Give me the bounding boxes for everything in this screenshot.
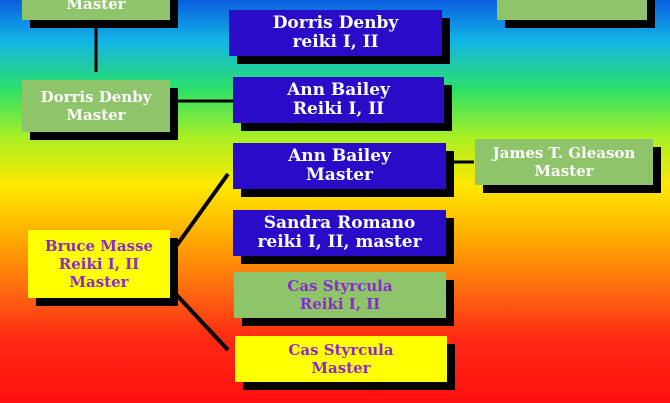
- node-line: Master: [69, 273, 129, 291]
- node-line: Cas Styrcula: [288, 341, 394, 359]
- node-line: Master: [534, 162, 594, 180]
- node-ann-bailey-master: Ann Bailey Master: [233, 143, 446, 189]
- node-line: Master: [305, 165, 374, 185]
- node-line: Reiki I, II: [58, 255, 140, 273]
- node-line: Dorris Denby: [40, 88, 152, 106]
- node-line: Master: [66, 0, 126, 13]
- node-line: Bruce Masse: [44, 237, 154, 255]
- node-line: Sandra Romano: [263, 213, 416, 233]
- node-line: Ann Bailey: [287, 80, 390, 100]
- node-bruce-masse: Bruce Masse Reiki I, II Master: [28, 230, 170, 298]
- node-line: reiki I, II, master: [257, 232, 422, 252]
- connector-bruce-to-cas-master: [170, 288, 230, 352]
- node-sandra-romano: Sandra Romano reiki I, II, master: [233, 210, 446, 256]
- node-line: Cas Styrcula: [287, 277, 393, 295]
- node-top-left-master: Master: [22, 0, 170, 20]
- node-ann-bailey-reiki: Ann Bailey Reiki I, II: [233, 77, 444, 123]
- node-line: Master: [66, 106, 126, 124]
- node-line: Reiki I, II: [292, 99, 385, 119]
- connector-bruce-to-ann-master: [170, 172, 230, 254]
- node-top-right-box: [497, 0, 647, 20]
- node-dorris-denby-reiki: Dorris Denby reiki I, II: [229, 10, 442, 56]
- node-line: reiki I, II: [292, 32, 379, 52]
- node-james-gleason: James T. Gleason Master: [475, 139, 653, 185]
- node-cas-styrcula-reiki: Cas Styrcula Reiki I, II: [234, 272, 446, 318]
- node-line: Dorris Denby: [272, 13, 399, 33]
- node-line: Ann Bailey: [288, 146, 391, 166]
- node-line: Reiki I, II: [299, 295, 381, 313]
- node-line: Master: [311, 359, 371, 377]
- node-dorris-denby-master: Dorris Denby Master: [22, 80, 170, 132]
- node-line: James T. Gleason: [492, 144, 636, 162]
- node-cas-styrcula-master: Cas Styrcula Master: [235, 336, 447, 382]
